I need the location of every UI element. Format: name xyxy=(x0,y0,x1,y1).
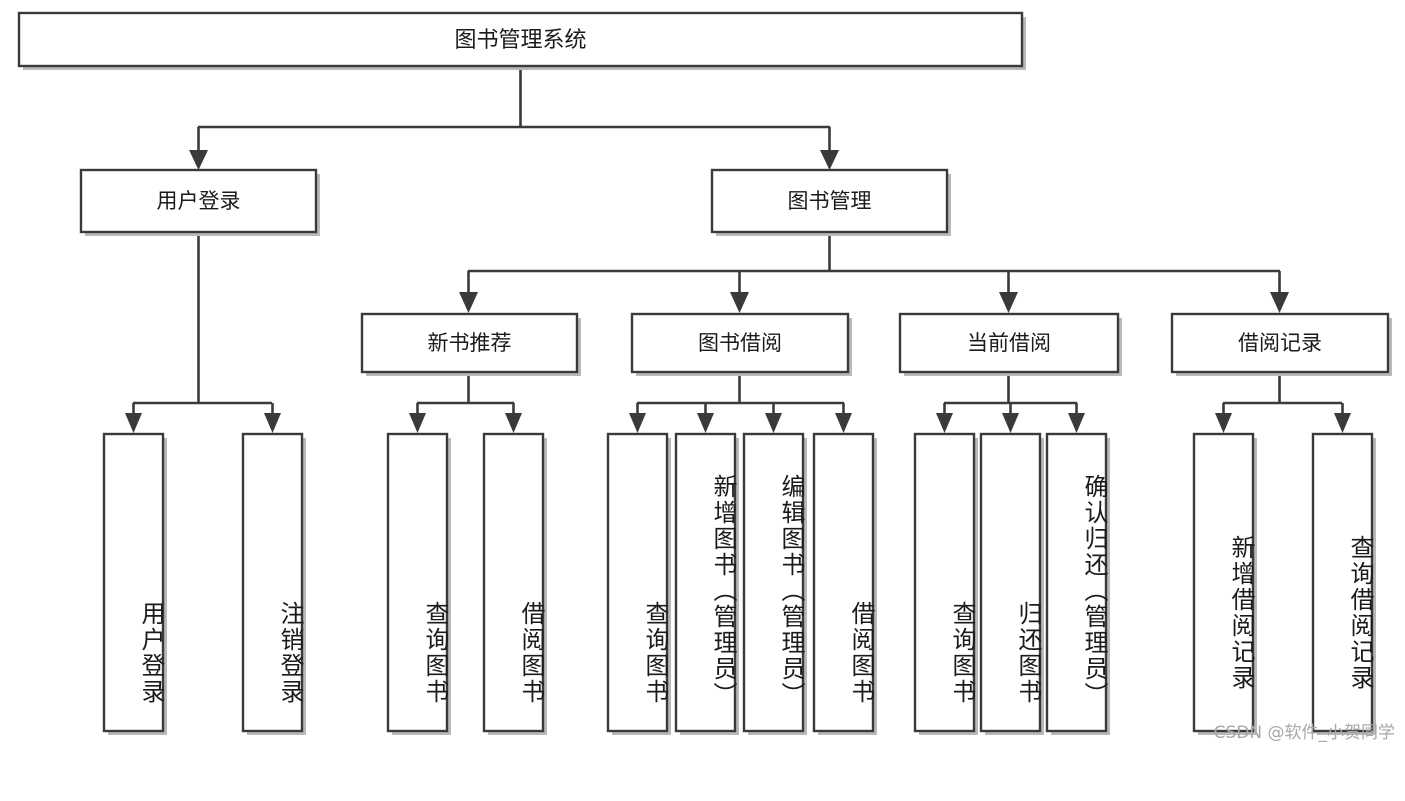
arrow-bookborrow-leaf-1 xyxy=(629,413,646,433)
leaf-node-book-borrow-1[interactable] xyxy=(674,432,739,735)
node-root[interactable]: 图书管理系统 xyxy=(17,11,1026,70)
arrow-newbook-leaf-1 xyxy=(409,413,426,433)
tree-diagram-svg: 图书管理系统 用户登录 图书管理 新书推荐 图书借阅 当前借阅 xyxy=(17,11,1392,735)
leaf-node-current-borrow-0-box xyxy=(913,432,976,733)
arrow-bookmgmt-to-currentborrow xyxy=(999,292,1018,313)
leaf-node-book-borrow-0-box xyxy=(606,432,669,733)
leaf-node-new-book-0[interactable] xyxy=(386,432,451,735)
node-current-borrow-box xyxy=(898,312,1120,374)
node-borrow-record[interactable]: 借阅记录 xyxy=(1170,312,1392,376)
node-new-book-recommend-label: 新书推荐 xyxy=(428,331,512,355)
node-new-book-recommend-box xyxy=(360,312,579,374)
leaf-node-book-borrow-3-box xyxy=(812,432,875,733)
node-book-borrow-label: 图书借阅 xyxy=(698,331,782,355)
leaf-node-borrow-record-0-box xyxy=(1192,432,1255,733)
leaf-node-borrow-record-1-box xyxy=(1311,432,1374,733)
node-current-borrow[interactable]: 当前借阅 xyxy=(898,312,1122,376)
leaf-node-user-login-0-box xyxy=(102,432,165,733)
arrow-bookmgmt-to-borrowrecord xyxy=(1270,292,1289,313)
node-user-login[interactable]: 用户登录 xyxy=(79,168,320,236)
node-borrow-record-box xyxy=(1170,312,1390,374)
flowchart-canvas: 图书管理系统 用户登录 图书管理 新书推荐 图书借阅 当前借阅 xyxy=(17,11,1395,743)
leaf-node-user-login-1-box xyxy=(241,432,304,733)
node-new-book-recommend[interactable]: 新书推荐 xyxy=(360,312,581,376)
node-book-management-box xyxy=(710,168,949,234)
leaf-node-borrow-record-1[interactable] xyxy=(1311,432,1376,735)
leaf-node-current-borrow-2-box xyxy=(1045,432,1108,733)
arrow-bookborrow-leaf-2 xyxy=(697,413,714,433)
leaf-node-current-borrow-0[interactable] xyxy=(913,432,978,735)
leaf-node-user-login-0[interactable] xyxy=(102,432,167,735)
arrow-newbook-leaf-2 xyxy=(505,413,522,433)
arrow-currentborrow-leaf-3 xyxy=(1068,413,1085,433)
arrow-borrowrecord-leaf-1 xyxy=(1215,413,1232,433)
leaf-node-book-borrow-1-box xyxy=(674,432,737,733)
arrow-borrowrecord-leaf-2 xyxy=(1334,413,1351,433)
leaf-node-borrow-record-0[interactable] xyxy=(1192,432,1257,735)
leaf-node-current-borrow-1[interactable] xyxy=(979,432,1044,735)
node-user-login-label: 用户登录 xyxy=(157,189,241,213)
arrow-userlogin-leaf-1 xyxy=(125,413,142,433)
node-book-management-label: 图书管理 xyxy=(788,189,872,213)
arrow-bookmgmt-to-newbook xyxy=(459,292,478,313)
arrow-userlogin-leaf-2 xyxy=(264,413,281,433)
node-root-box xyxy=(17,11,1024,68)
leaf-node-new-book-1-box xyxy=(482,432,545,733)
leaf-node-book-borrow-2[interactable] xyxy=(742,432,807,735)
arrow-currentborrow-leaf-2 xyxy=(1002,413,1019,433)
node-root-label: 图书管理系统 xyxy=(454,28,586,53)
leaf-node-new-book-1[interactable] xyxy=(482,432,547,735)
arrow-bookmgmt-to-bookborrow xyxy=(730,292,749,313)
leaf-node-current-borrow-1-box xyxy=(979,432,1042,733)
connector-group xyxy=(125,67,1351,433)
leaf-node-book-borrow-0[interactable] xyxy=(606,432,671,735)
node-user-login-box xyxy=(79,168,318,234)
node-borrow-record-label: 借阅记录 xyxy=(1238,331,1322,355)
arrow-currentborrow-leaf-1 xyxy=(936,413,953,433)
node-book-borrow[interactable]: 图书借阅 xyxy=(630,312,852,376)
leaf-node-current-borrow-2[interactable] xyxy=(1045,432,1110,735)
csdn-watermark: CSDN @软件_小贺同学 xyxy=(1213,723,1395,743)
leaf-node-book-borrow-2-box xyxy=(742,432,805,733)
arrow-root-to-userlogin xyxy=(189,150,208,170)
leaf-node-book-borrow-3[interactable] xyxy=(812,432,877,735)
leaf-node-user-login-1[interactable] xyxy=(241,432,306,735)
node-book-management[interactable]: 图书管理 xyxy=(710,168,951,236)
node-book-borrow-box xyxy=(630,312,850,374)
arrow-root-to-bookmgmt xyxy=(820,150,839,170)
arrow-bookborrow-leaf-3 xyxy=(765,413,782,433)
leaf-node-new-book-0-box xyxy=(386,432,449,733)
arrow-bookborrow-leaf-4 xyxy=(835,413,852,433)
node-current-borrow-label: 当前借阅 xyxy=(967,331,1051,355)
